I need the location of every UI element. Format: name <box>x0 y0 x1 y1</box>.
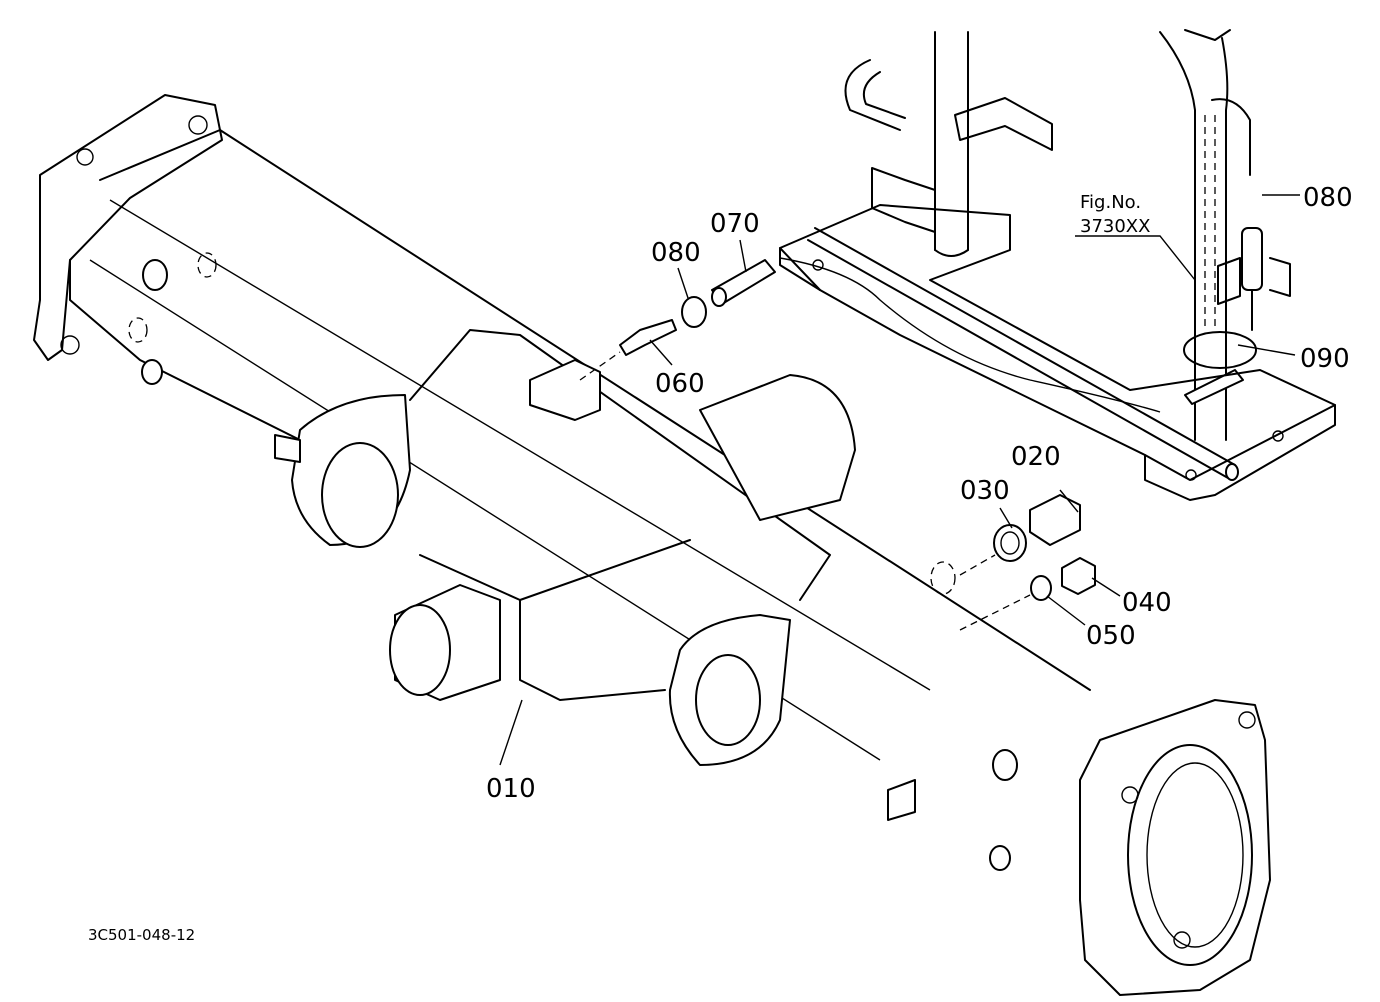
label-020[interactable]: 020 <box>1011 442 1061 472</box>
drawing-code: 3C501-048-12 <box>88 926 195 944</box>
label-070[interactable]: 070 <box>710 209 760 239</box>
label-080-right[interactable]: 080 <box>1303 183 1353 213</box>
label-010[interactable]: 010 <box>486 774 536 804</box>
frame-assembly <box>779 29 1336 501</box>
label-040[interactable]: 040 <box>1122 588 1172 618</box>
label-060[interactable]: 060 <box>655 369 705 399</box>
part-labels: 010 020 030 040 050 060 070 080 080 090 … <box>88 183 1353 944</box>
axle-housing <box>33 94 1271 996</box>
leader-lines <box>499 194 1300 766</box>
label-080-left[interactable]: 080 <box>651 238 701 268</box>
label-090[interactable]: 090 <box>1300 344 1350 374</box>
figure-ref-line1[interactable]: Fig.No. <box>1080 192 1141 213</box>
figure-ref-line2[interactable]: 3730XX <box>1080 216 1150 237</box>
label-050[interactable]: 050 <box>1086 621 1136 651</box>
label-030[interactable]: 030 <box>960 476 1010 506</box>
small-parts <box>579 259 1096 631</box>
